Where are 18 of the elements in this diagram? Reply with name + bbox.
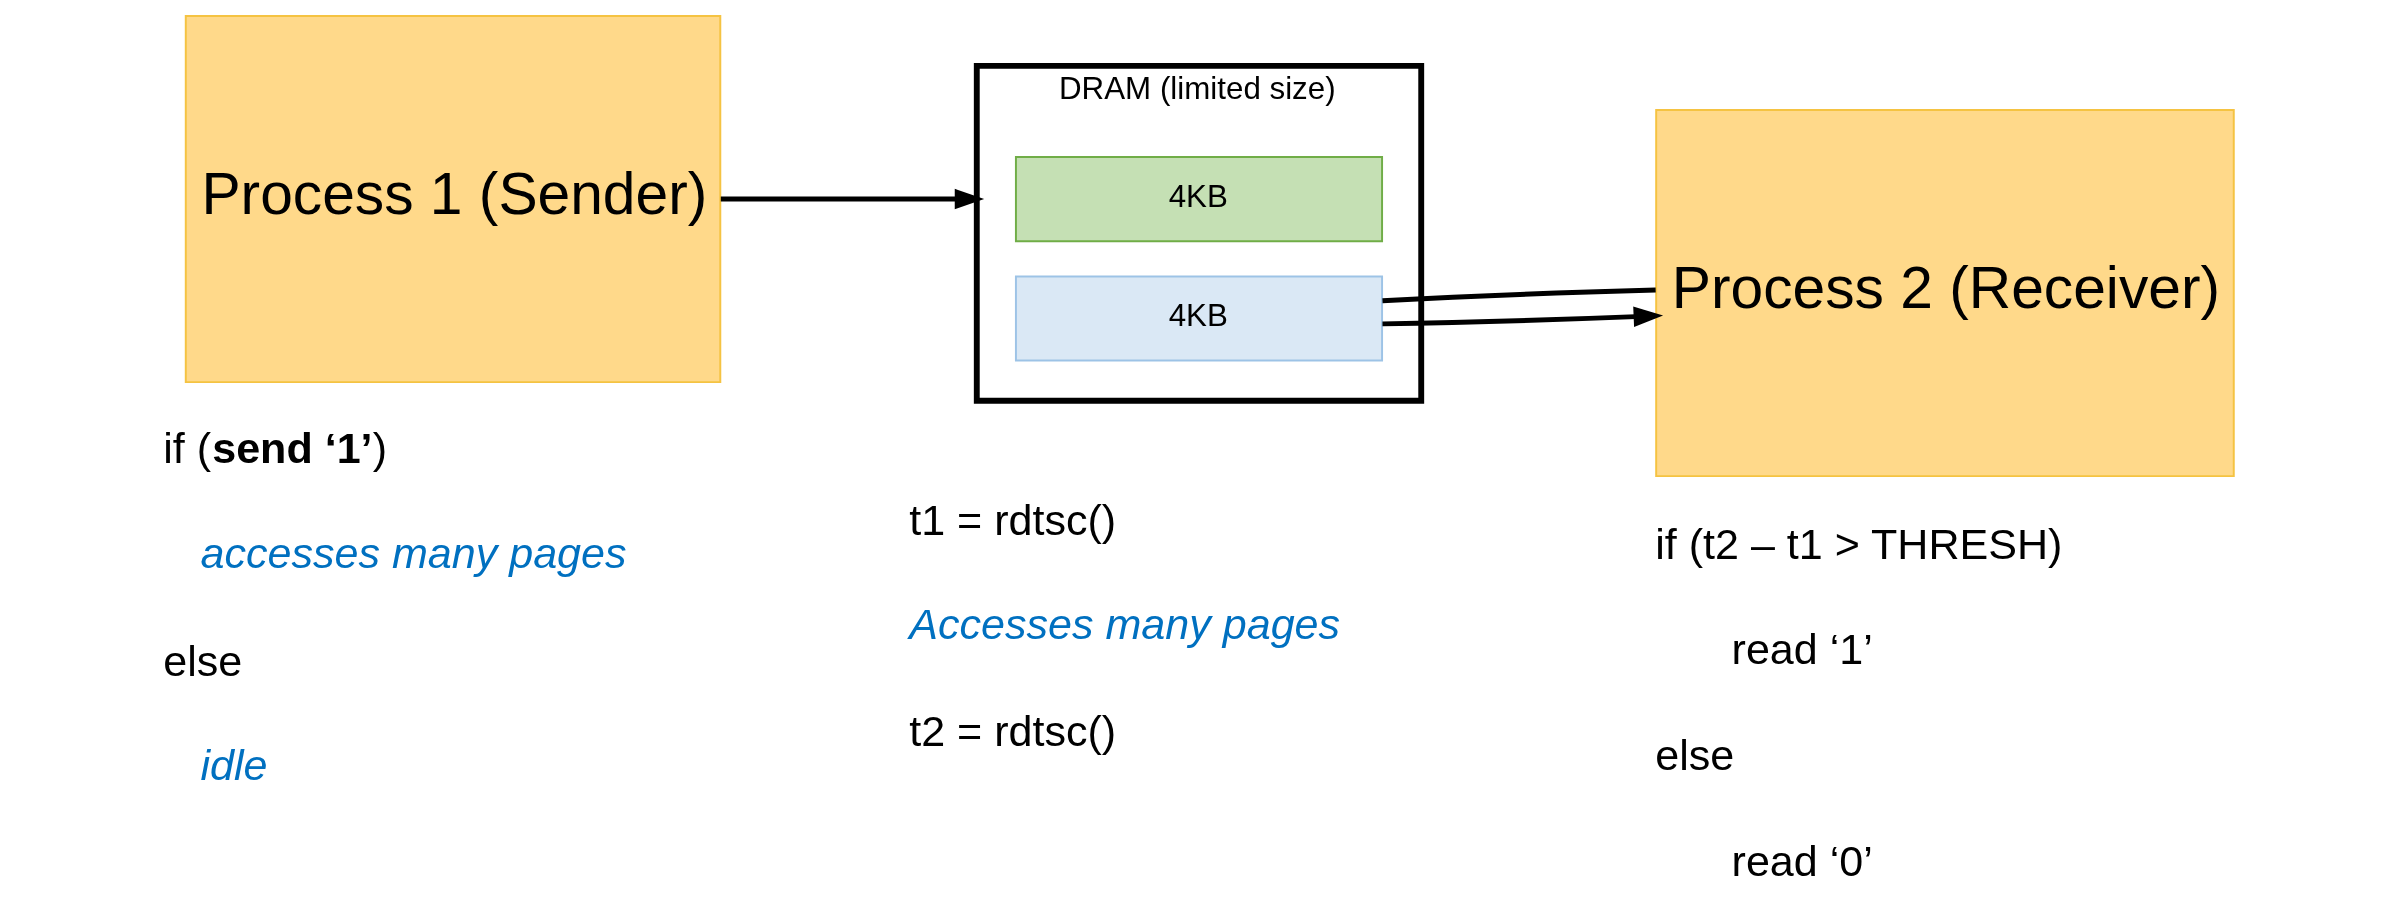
arrow (1381, 306, 1663, 327)
label: if (send ‘1’) (162, 423, 387, 472)
node-box: Process 1 (Sender) (184, 15, 721, 384)
node-box: 4KB (1014, 275, 1383, 362)
node-box: Process 2 (Receiver) (1654, 109, 2235, 478)
label: else (162, 637, 242, 686)
label: t2 = rdtsc() (908, 707, 1116, 756)
label: accesses many pages (199, 529, 627, 578)
arrow (720, 188, 984, 210)
label: Accesses many pages (908, 599, 1340, 648)
label: if (t2 – t1 > THRESH) (1654, 519, 2062, 568)
label: read ‘1’ (1731, 625, 1873, 674)
connector (1381, 287, 1656, 304)
node-box: 4KB (1014, 156, 1383, 243)
label: idle (199, 740, 268, 789)
label: t1 = rdtsc() (908, 496, 1116, 545)
label: read ‘0’ (1731, 836, 1873, 885)
label: else (1654, 730, 1734, 779)
